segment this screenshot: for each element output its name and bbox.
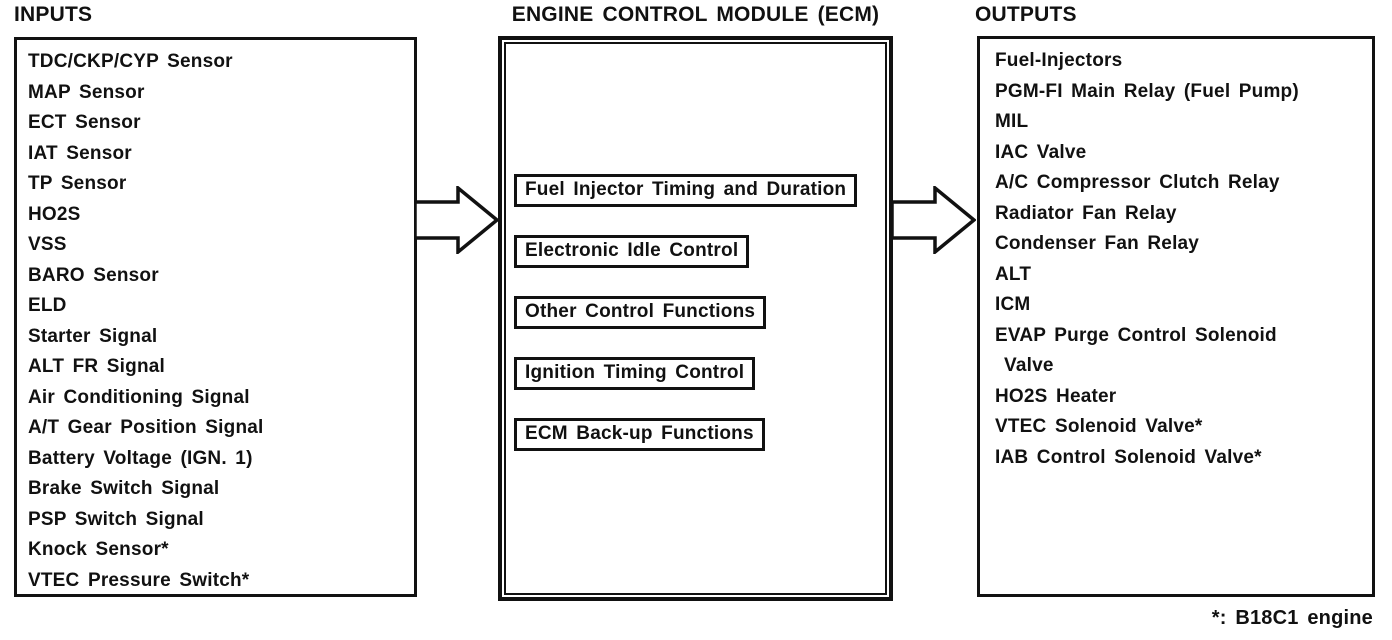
input-item: Knock Sensor* <box>28 539 169 560</box>
output-item: Radiator Fan Relay <box>995 202 1177 224</box>
output-item: MIL <box>995 111 1029 132</box>
output-item: VTEC Solenoid Valve* <box>995 416 1203 437</box>
asterisk-footnote: *: B18C1 engine <box>1211 607 1373 629</box>
input-item: VSS <box>28 234 67 255</box>
output-item: Fuel-Injectors <box>995 50 1123 71</box>
output-item: ALT <box>995 263 1032 285</box>
input-item: Brake Switch Signal <box>28 478 220 499</box>
input-item: HO2S <box>28 203 81 225</box>
output-item: ICM <box>995 294 1031 315</box>
flow-arrow-ecm-to-outputs-icon <box>892 186 976 254</box>
ecm-function-box: ECM Back-up Functions <box>514 418 765 451</box>
input-item: PSP Switch Signal <box>28 508 204 530</box>
input-item: VTEC Pressure Switch* <box>28 569 250 591</box>
output-item: Condenser Fan Relay <box>995 233 1200 254</box>
input-item: TP Sensor <box>28 173 127 194</box>
output-item: HO2S Heater <box>995 385 1117 407</box>
input-item: ELD <box>28 295 67 316</box>
input-item: TDC/CKP/CYP Sensor <box>28 51 233 72</box>
input-item: ECT Sensor <box>28 112 141 133</box>
input-item: Air Conditioning Signal <box>28 386 250 408</box>
input-item: BARO Sensor <box>28 264 159 286</box>
ecm-column-title: ENGINE CONTROL MODULE (ECM) <box>511 3 880 26</box>
ecm-function-box: Electronic Idle Control <box>514 235 750 268</box>
input-item: A/T Gear Position Signal <box>28 417 264 438</box>
ecm-function-box: Ignition Timing Control <box>514 357 756 390</box>
output-item: IAB Control Solenoid Valve* <box>995 446 1262 468</box>
output-item: IAC Valve <box>995 141 1087 163</box>
output-item: A/C Compressor Clutch Relay <box>995 172 1280 193</box>
flow-arrow-inputs-to-ecm-icon <box>415 186 499 254</box>
output-item: Valve <box>1004 355 1054 376</box>
outputs-column-title: OUTPUTS <box>975 3 1077 26</box>
ecm-function-box: Other Control Functions <box>514 296 767 329</box>
inputs-column-title: INPUTS <box>14 3 93 26</box>
output-item: PGM-FI Main Relay (Fuel Pump) <box>995 80 1299 102</box>
input-item: ALT FR Signal <box>28 356 166 377</box>
output-item: EVAP Purge Control Solenoid <box>995 324 1277 346</box>
input-item: Battery Voltage (IGN. 1) <box>28 447 253 469</box>
input-item: IAT Sensor <box>28 142 132 164</box>
input-item: MAP Sensor <box>28 81 145 103</box>
ecm-function-box: Fuel Injector Timing and Duration <box>514 174 858 207</box>
input-item: Starter Signal <box>28 325 158 347</box>
